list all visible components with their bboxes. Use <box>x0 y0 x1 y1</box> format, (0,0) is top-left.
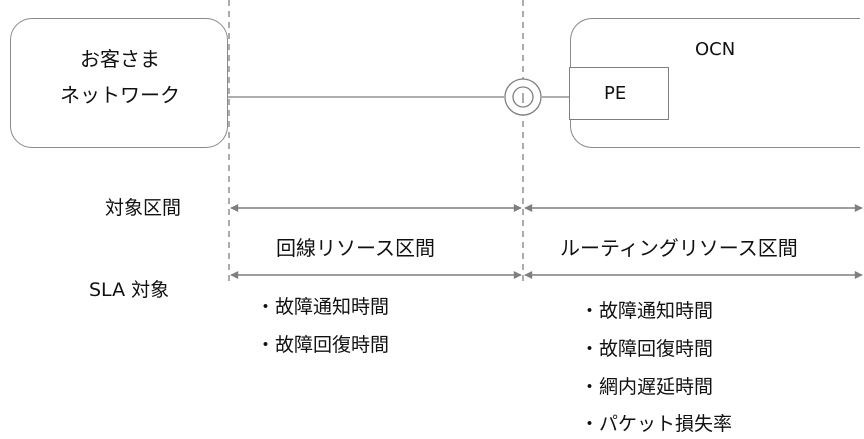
sla-right-item: ・故障回復時間 <box>580 338 714 360</box>
pe-box: PE <box>569 67 669 120</box>
sla-target-label: SLA 対象 <box>89 279 170 301</box>
line-resource-section-label: 回線リソース区間 <box>276 236 435 260</box>
demarcation-point-icon <box>504 78 542 116</box>
sla-right-item: ・網内遅延時間 <box>580 376 714 398</box>
pe-label: PE <box>604 83 627 104</box>
target-section-label: 対象区間 <box>105 197 182 219</box>
ocn-box: OCN PE <box>569 18 860 148</box>
customer-network-box: お客さま ネットワーク <box>10 18 228 148</box>
ocn-title: OCN <box>695 39 736 60</box>
routing-resource-section-label: ルーティングリソース区間 <box>560 236 798 260</box>
sla-right-item: ・パケット損失率 <box>580 413 733 435</box>
sla-right-item: ・故障通知時間 <box>580 300 714 322</box>
sla-left-item: ・故障回復時間 <box>256 334 390 356</box>
customer-network-label-line1: お客さま <box>80 47 160 71</box>
customer-network-label-line2: ネットワーク <box>60 83 180 107</box>
sla-left-item: ・故障通知時間 <box>256 296 390 318</box>
